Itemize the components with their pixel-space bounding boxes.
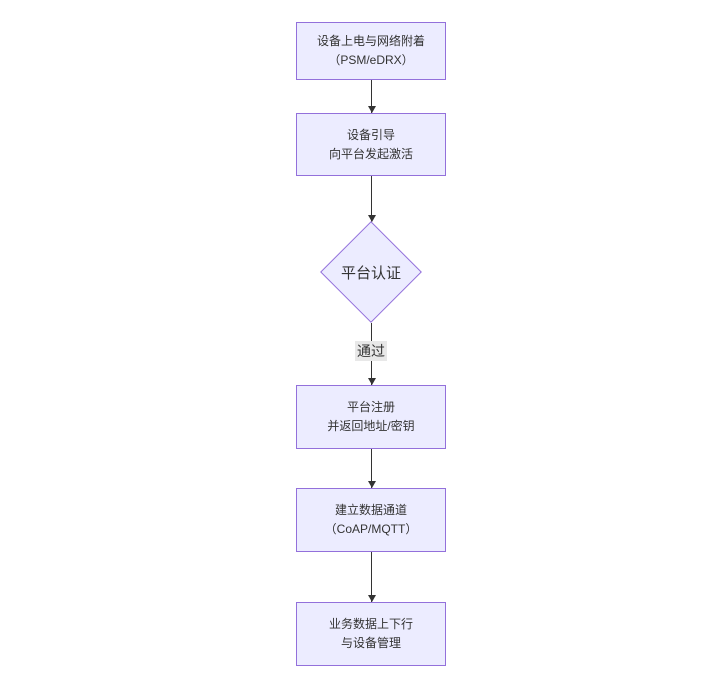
flow-node-platform-auth: 平台认证 bbox=[320, 221, 422, 323]
flow-node-data-channel: 建立数据通道 （CoAP/MQTT） bbox=[296, 488, 446, 552]
flow-node-power-attach: 设备上电与网络附着 （PSM/eDRX） bbox=[296, 22, 446, 80]
flow-node-bootstrap: 设备引导 向平台发起激活 bbox=[296, 113, 446, 176]
flow-node-business-data: 业务数据上下行 与设备管理 bbox=[296, 602, 446, 666]
arrowhead-down-icon bbox=[367, 378, 376, 385]
flow-node-data-channel-label: 建立数据通道 （CoAP/MQTT） bbox=[324, 503, 418, 536]
edge-register-to-channel bbox=[367, 449, 376, 488]
arrowhead-down-icon bbox=[367, 215, 376, 222]
flow-node-power-attach-label: 设备上电与网络附着 （PSM/eDRX） bbox=[316, 34, 425, 67]
edge-bootstrap-to-auth bbox=[367, 176, 376, 222]
flow-node-business-data-label: 业务数据上下行 与设备管理 bbox=[328, 617, 413, 650]
edge-channel-to-business bbox=[367, 552, 376, 602]
flow-node-bootstrap-label: 设备引导 向平台发起激活 bbox=[328, 127, 413, 161]
flow-node-platform-register: 平台注册 并返回地址/密钥 bbox=[296, 385, 446, 449]
flow-node-platform-register-label: 平台注册 并返回地址/密钥 bbox=[327, 400, 415, 433]
flow-node-platform-auth-label: 平台认证 bbox=[340, 264, 401, 282]
arrowhead-down-icon bbox=[367, 481, 376, 488]
edge-label-pass: 通过 bbox=[355, 341, 387, 361]
edge-power-attach-to-bootstrap bbox=[367, 80, 376, 113]
arrowhead-down-icon bbox=[367, 106, 376, 113]
arrowhead-down-icon bbox=[367, 595, 376, 602]
